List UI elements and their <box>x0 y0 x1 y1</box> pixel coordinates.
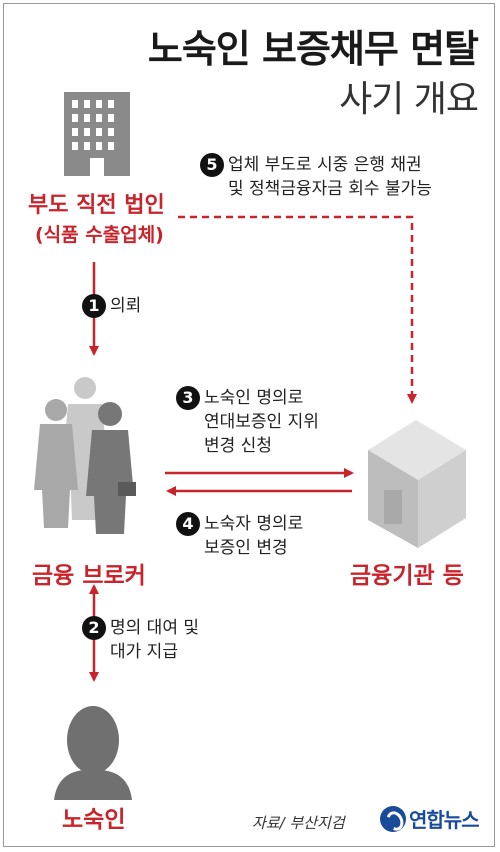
page-title: 노숙인 보증채무 면탈 <box>147 27 479 71</box>
logo-text: 연합뉴스 <box>409 808 480 832</box>
arrow-dashed-company-to-bank <box>178 215 417 404</box>
step-1-badge: 1 <box>82 294 106 318</box>
step-5-badge: 5 <box>200 153 224 177</box>
step-3-badge: 3 <box>176 386 200 410</box>
frame-border <box>3 3 495 847</box>
step-4-badge: 4 <box>176 512 200 536</box>
homeless-head-icon <box>54 706 132 800</box>
step-2-badge: 2 <box>82 616 106 640</box>
building-icon <box>64 92 130 176</box>
source-text: 자료/ 부산지검 <box>252 814 345 832</box>
broker-label: 금융 브로커 <box>32 563 146 589</box>
company-sublabel: (식품 수출업체) <box>35 224 164 246</box>
people-icon <box>34 377 136 534</box>
bank-label: 금융기관 등 <box>350 563 464 589</box>
page-subtitle: 사기 개요 <box>339 79 479 120</box>
company-label: 부도 직전 법인 <box>28 193 165 218</box>
cube-icon <box>368 420 466 548</box>
homeless-label: 노숙인 <box>62 807 126 833</box>
yonhap-logo-icon <box>380 805 406 832</box>
yonhap-logo: 연합뉴스 <box>380 804 480 833</box>
